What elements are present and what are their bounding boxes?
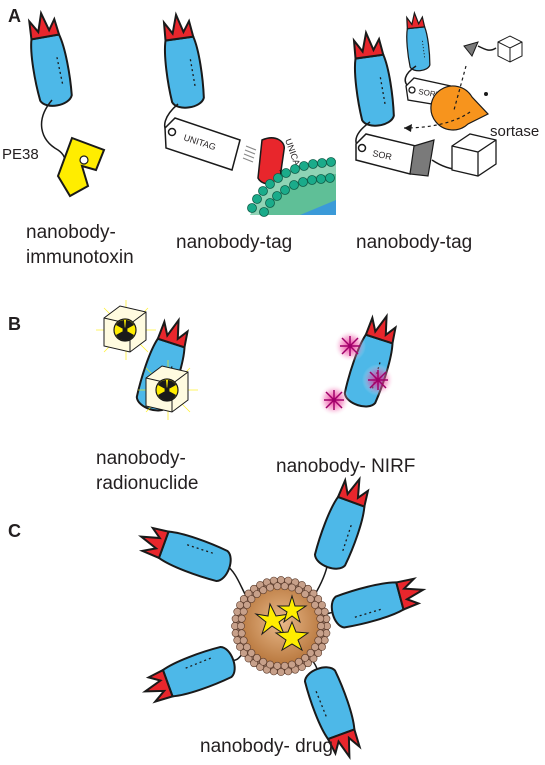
nirf-dye-2 — [362, 364, 394, 396]
lipid-head — [301, 590, 309, 598]
nirf-dye-1 — [334, 330, 366, 362]
nanobody-drug-group — [134, 472, 429, 764]
lipid-head — [318, 601, 326, 609]
binding-hatch — [242, 145, 257, 163]
lipid-head — [311, 601, 319, 609]
lipid-head — [239, 636, 248, 645]
liposome — [231, 576, 331, 676]
lipid-head — [243, 601, 251, 609]
sortase-label: sortase — [490, 123, 539, 140]
lipid-head — [273, 582, 282, 591]
lipid-head — [259, 586, 268, 595]
lipid-head — [306, 649, 315, 657]
nanobody-shape-large — [347, 29, 398, 129]
nirf-dye-3 — [318, 384, 350, 416]
lipid-head — [294, 657, 303, 666]
sor-tag: SOR — [355, 133, 435, 177]
probe-triangle — [409, 139, 435, 177]
caption-radionuclide-line2: radionuclide — [96, 473, 198, 494]
lipid-head — [259, 657, 268, 666]
sor-label: SOR — [372, 148, 394, 162]
lipid-head — [280, 582, 289, 591]
nanobody-immunotoxin-group: PE38 — [2, 9, 106, 198]
lipid-head — [266, 583, 274, 592]
panel-label-a: A — [8, 6, 21, 26]
lipid-head — [237, 622, 245, 630]
lipid-head — [239, 595, 248, 603]
lipid-head — [252, 590, 261, 598]
lipid-head — [294, 586, 303, 595]
lipid-head — [247, 649, 256, 657]
nanobody-shape-small — [403, 11, 432, 73]
probe-linker — [477, 45, 497, 51]
nanobody-unitag-group: UNITAG UNICAR — [157, 11, 336, 217]
lipid-head — [314, 595, 323, 603]
nanobody-nirf-group — [318, 309, 405, 416]
caption-drug: nanobody- drug — [200, 736, 333, 757]
lipid-head — [314, 636, 323, 645]
panel-label-c: C — [8, 521, 21, 541]
radionuclide-cube-bottom — [138, 360, 198, 420]
nanobody-shape — [134, 519, 236, 586]
lipid-head — [247, 595, 256, 603]
radionuclide-cube-top — [96, 300, 156, 360]
cube-large — [451, 133, 497, 177]
toxin-shape — [56, 136, 106, 198]
caption-sortag: nanobody-tag — [356, 232, 472, 253]
lipid-head — [237, 614, 246, 623]
lipid-head — [273, 661, 282, 670]
panel-label-b: B — [8, 314, 21, 334]
lipid-head — [314, 607, 323, 616]
lipid-head — [314, 649, 323, 657]
unitag-tag: UNITAG — [164, 117, 241, 171]
sortase-enzyme — [430, 85, 489, 131]
lipid-head — [280, 661, 289, 670]
lipid-head — [306, 595, 315, 603]
lipid-head — [316, 629, 325, 638]
arrowhead — [404, 124, 412, 132]
nanobody-sortag-group: SORTAG sortase SOR — [347, 11, 539, 177]
drug-stars — [254, 594, 310, 652]
nanobody-shape — [327, 572, 429, 632]
pe38-label: PE38 — [2, 146, 39, 163]
nanobody-shape — [23, 9, 76, 110]
lipid-head — [252, 654, 261, 662]
lipid-head — [266, 660, 274, 669]
caption-unitag: nanobody-tag — [176, 232, 292, 253]
dashed-arrow-down — [453, 65, 467, 111]
lipid-head — [316, 614, 325, 623]
lipid-head — [311, 643, 319, 651]
caption-radionuclide-line1: nanobody- — [96, 448, 186, 469]
caption-immunotoxin-line2: immunotoxin — [26, 247, 134, 268]
nanobody-shape — [310, 472, 377, 574]
lipid-head — [317, 622, 325, 630]
dashed-arrow-left — [403, 111, 471, 129]
cell-membrane — [247, 157, 336, 217]
nanobody-shape — [157, 11, 208, 111]
nanobody-radionuclide-group — [96, 300, 198, 420]
lipid-head — [287, 660, 296, 669]
lipid-head — [237, 629, 246, 638]
lipid-head — [287, 583, 296, 592]
caption-immunotoxin-line1: nanobody- — [26, 222, 116, 243]
lipid-head — [239, 649, 248, 657]
lipid-head — [243, 643, 251, 651]
caption-nirf: nanobody- NIRF — [276, 456, 415, 477]
probe-triangle-small — [463, 41, 479, 57]
nanobody-shape — [138, 642, 240, 709]
lipid-head — [236, 643, 244, 651]
cube-small — [497, 35, 523, 63]
lipid-head — [239, 607, 248, 616]
lipid-head — [301, 654, 309, 662]
